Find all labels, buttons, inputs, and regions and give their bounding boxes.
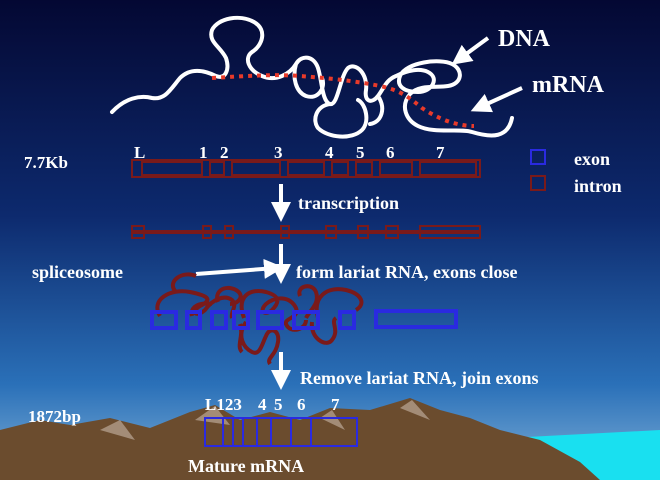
mature-mrna [204,417,358,447]
transcript-exon [131,225,145,239]
transcript-exon [357,225,369,239]
mature-size-label: 1872bp [28,407,81,426]
mrna-dotted-strand [211,73,475,128]
exon-box [210,310,228,330]
lariat-step-label: form lariat RNA, exons close [296,262,517,282]
mature-exon-labels: L123 4 5 6 7 [205,395,340,414]
exon-label-top: 1 [199,143,208,162]
gene-segment [287,161,325,176]
exon-label-top: 2 [220,143,229,162]
exon-box [338,310,356,330]
exon-box [185,310,202,330]
genomic-gene [131,159,481,178]
transcript-exon [202,225,212,239]
exon-label-top: 7 [436,143,445,162]
exon-box [374,309,458,329]
mature-label: 4 [258,395,267,414]
mrna-label: mRNA [532,72,605,98]
exon-label-top: 4 [325,143,334,162]
mrna-pointer-arrow [470,86,523,113]
mountains [0,398,600,480]
mature-label: L123 [205,395,242,414]
mature-label: 7 [331,395,340,414]
mature-label: 6 [297,395,306,414]
gene-outline [131,159,481,178]
spliceosome-arrow [195,258,284,279]
exon-box [256,310,284,330]
transcript-exon [419,225,481,239]
gene-segment [331,161,349,176]
legend-exon-label: exon [574,149,610,169]
exon-label-top: 5 [356,143,365,162]
legend-intron-swatch [530,175,546,191]
exons-closing [150,309,458,330]
genomic-size-label: 7.7Kb [24,153,68,172]
gene-segment [379,161,413,176]
exon-label-top: 3 [274,143,283,162]
dna-pointer-arrow [451,36,490,65]
exon-box [150,310,178,330]
exon-label-top: 6 [386,143,395,162]
mature-label: 5 [274,395,283,414]
gene-segment [355,161,373,176]
gene-segment [209,161,225,176]
transcription-label: transcription [298,193,399,213]
transcript-exon [224,225,234,239]
gene-segment [419,161,477,176]
exon-label-top: L [134,143,145,162]
gene-segment [231,161,281,176]
legend-intron-label: intron [574,176,622,196]
mature-mrna-label: Mature mRNA [188,456,304,476]
spliceosome-label: spliceosome [32,262,123,282]
gene-segment [141,161,203,176]
transcript-exon [325,225,337,239]
mature-exon [310,417,358,447]
transcript-exon [280,225,290,239]
dna-strand [110,15,514,139]
exon-box [232,310,250,330]
primary-transcript [131,225,481,239]
legend-exon-swatch [530,149,546,165]
top-exon-labels: L 1 2 3 4 5 6 7 [134,143,445,162]
dna-label: DNA [498,26,551,52]
transcript-exon [385,225,399,239]
exon-box [292,310,320,330]
remove-step-label: Remove lariat RNA, join exons [300,368,538,388]
